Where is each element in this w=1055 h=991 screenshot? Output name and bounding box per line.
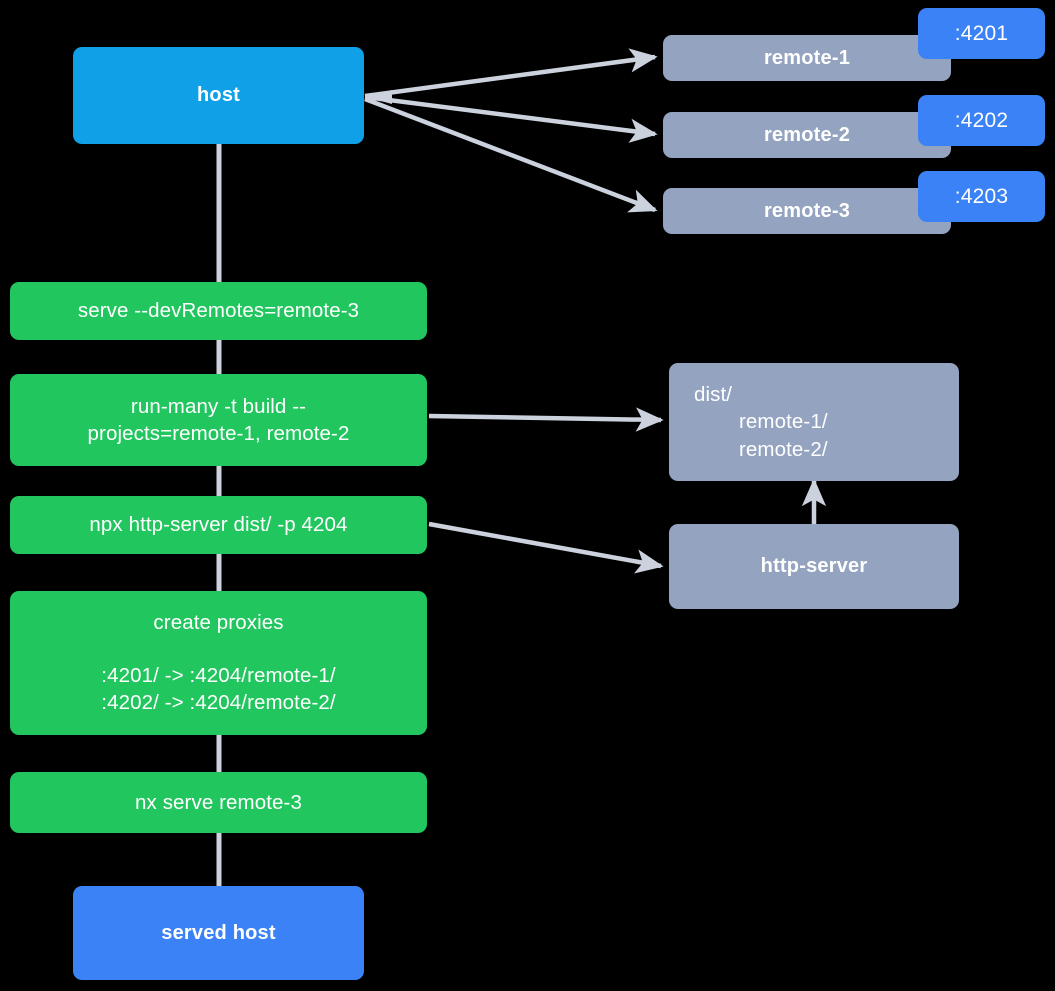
serve-devremotes-command-label: serve --devRemotes=remote-3: [77, 299, 360, 323]
node-npx-http-server-command[interactable]: npx http-server dist/ -p 4204: [10, 496, 427, 554]
port-badge-remote-2-label: :4202: [954, 108, 1009, 132]
node-create-proxies-command[interactable]: create proxies :4201/ -> :4204/remote-1/…: [10, 591, 427, 735]
node-host[interactable]: host: [73, 47, 364, 144]
create-proxies-line-1: :4201/ -> :4204/remote-1/: [101, 664, 336, 688]
run-many-command-line-1: run-many -t build --: [130, 394, 307, 418]
node-remote-1[interactable]: remote-1: [663, 35, 951, 81]
node-serve-devremotes-command[interactable]: serve --devRemotes=remote-3: [10, 282, 427, 340]
nx-serve-remote-3-command-label: nx serve remote-3: [135, 790, 302, 814]
node-http-server[interactable]: http-server: [669, 524, 959, 609]
create-proxies-line-2: :4202/ -> :4204/remote-2/: [101, 691, 336, 715]
node-served-host-label: served host: [161, 921, 276, 944]
node-nx-serve-remote-3-command[interactable]: nx serve remote-3: [10, 772, 427, 833]
port-badge-remote-2[interactable]: :4202: [918, 95, 1045, 146]
port-badge-remote-3-label: :4203: [954, 184, 1009, 208]
run-many-command-line-2: projects=remote-1, remote-2: [87, 422, 350, 445]
port-badge-remote-1-label: :4201: [954, 21, 1009, 45]
node-remote-1-label: remote-1: [763, 46, 851, 69]
node-dist-line-2: remote-1/: [739, 410, 828, 434]
node-remote-3[interactable]: remote-3: [663, 188, 951, 234]
npx-http-server-command-label: npx http-server dist/ -p 4204: [89, 513, 348, 537]
port-badge-remote-1[interactable]: :4201: [918, 8, 1045, 59]
node-host-label: host: [196, 84, 241, 107]
edge-npx-to-httpserver: [428, 521, 664, 574]
node-http-server-label: http-server: [760, 555, 868, 578]
node-dist-line-1: dist/: [694, 383, 733, 407]
node-remote-3-label: remote-3: [763, 199, 851, 222]
edge-runmany-to-dist: [428, 407, 664, 432]
create-proxies-title: create proxies: [153, 611, 284, 634]
node-dist-line-3: remote-2/: [739, 437, 828, 461]
port-badge-remote-3[interactable]: :4203: [918, 171, 1045, 222]
node-dist[interactable]: dist/ remote-1/ remote-2/: [669, 363, 959, 481]
node-remote-2-label: remote-2: [763, 123, 851, 146]
node-run-many-command[interactable]: run-many -t build -- projects=remote-1, …: [10, 374, 427, 466]
node-served-host[interactable]: served host: [73, 886, 364, 980]
edge-host-to-remotes: [364, 48, 658, 213]
node-remote-2[interactable]: remote-2: [663, 112, 951, 158]
